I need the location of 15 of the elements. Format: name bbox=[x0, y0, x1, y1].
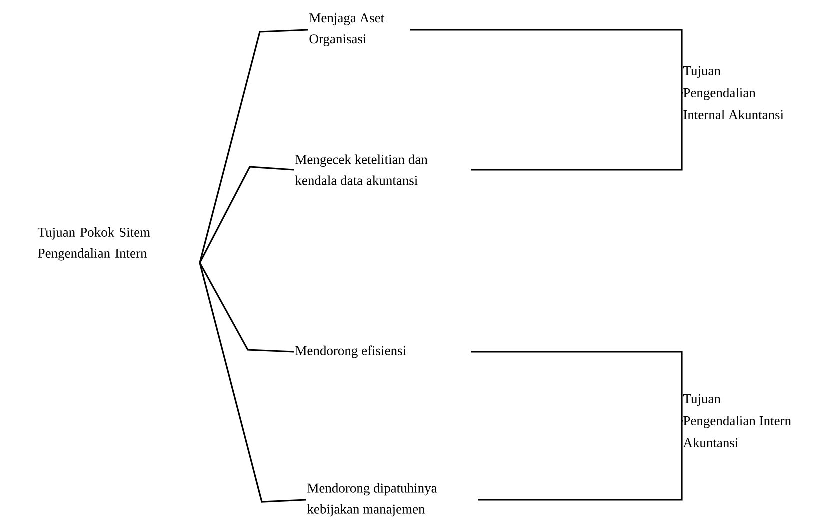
branch-line bbox=[199, 166, 294, 264]
root-label: Tujuan Pokok Sitem Pengendalian Intern bbox=[38, 228, 150, 261]
branch-line bbox=[199, 29, 308, 264]
branch-line bbox=[199, 262, 306, 503]
group-label: Tujuan Pengendalian Internal Akuntansi bbox=[683, 66, 784, 120]
bracket-line bbox=[478, 420, 684, 501]
item-label: Mendorong efisiensi bbox=[296, 346, 406, 358]
bracket-line bbox=[410, 29, 684, 94]
group-label: Tujuan Pengendalian Intern Akuntansi bbox=[683, 394, 792, 448]
item-label: Menjaga Aset Organisasi bbox=[310, 14, 384, 46]
item-label: Mendorong dipatuhinya kebijakan manajemen bbox=[307, 483, 438, 517]
bracket-line bbox=[471, 351, 684, 422]
item-label: Mengecek ketelitian dan kendala data akuntansi bbox=[295, 154, 428, 186]
branch-line bbox=[199, 262, 294, 353]
bracket-line bbox=[471, 92, 684, 171]
